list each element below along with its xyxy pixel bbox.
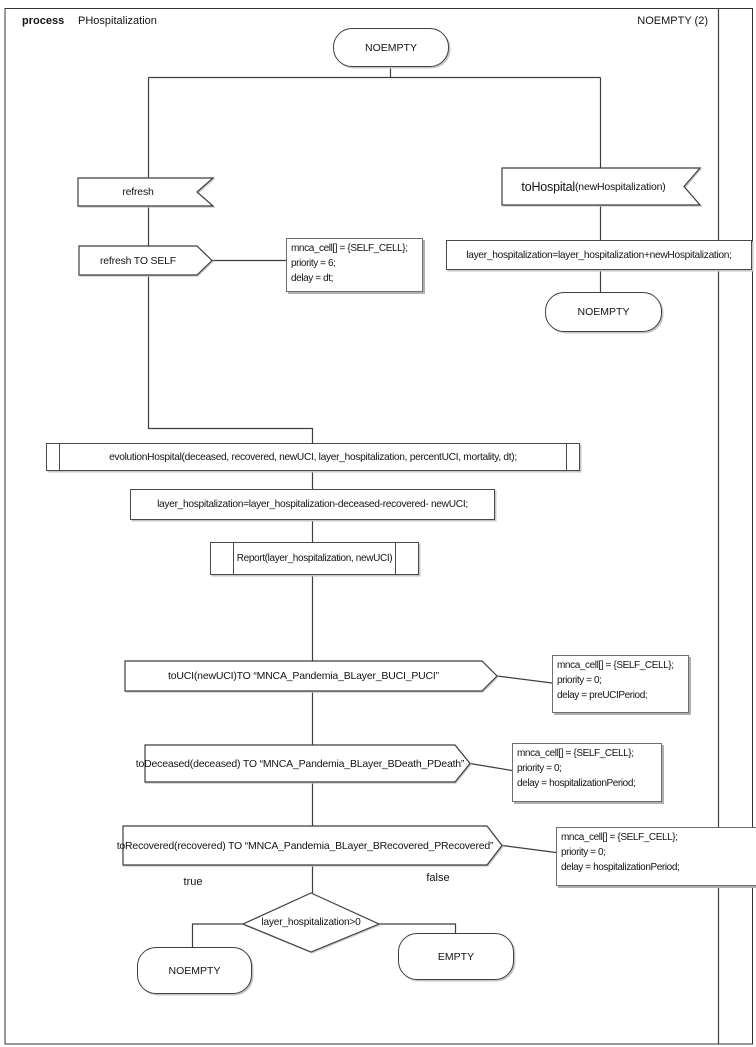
note-torecovered[interactable]: mnca_cell[] = {SELF_CELL}; priority = 0;… [556,827,756,886]
send-refresh-self-shape[interactable] [78,245,213,276]
note-line: priority = 6; [291,258,336,269]
note-todeceased[interactable]: mnca_cell[] = {SELF_CELL}; priority = 0;… [512,743,662,802]
branch-false-label: false [426,872,450,884]
assign-add-box[interactable]: layer_hospitalization=layer_hospitalizat… [446,240,752,270]
procedure-report-box[interactable]: Report(layer_hospitalization, newUCI) [210,542,419,575]
decision-label: layer_hospitalization>0 [261,917,361,928]
assign-sub-label: layer_hospitalization=layer_hospitalizat… [157,499,468,510]
connector-touci-note [496,675,553,684]
note-refresh[interactable]: mnca_cell[] = {SELF_CELL}; priority = 6;… [286,238,423,292]
receive-refresh-label: refresh [122,186,154,198]
state-false-empty[interactable]: EMPTY [398,933,514,980]
decision-diamond-shape[interactable] [241,892,381,953]
state-true-noempty[interactable]: NOEMPTY [137,947,252,994]
state-noempty-right-label: NOEMPTY [577,306,630,318]
receive-tohospital-shape[interactable] [501,167,702,206]
procedure-bar-right [395,542,396,575]
send-todeceased-label: toDeceased(deceased) TO “MNCA_Pandemia_B… [135,757,465,770]
assign-sub-box[interactable]: layer_hospitalization=layer_hospitalizat… [130,489,495,520]
state-true-label: NOEMPTY [168,964,221,977]
diagram-frame [4,8,753,1045]
note-line: delay = hospitalizationPeriod; [517,778,636,789]
note-line: delay = hospitalizationPeriod; [561,862,680,873]
receive-refresh-shape[interactable] [77,177,215,207]
send-refresh-self-label: refresh TO SELF [100,254,176,267]
procedure-bar-left [233,542,234,575]
receive-tohospital-label-head: toHospital [521,179,576,194]
receive-tohospital-label-tail: (newHospitalization) [575,180,666,193]
note-line: mnca_cell[] = {SELF_CELL}; [557,660,674,671]
state-false-label: EMPTY [437,950,475,963]
branch-true-label: true [183,876,203,888]
send-touci-label: toUCI(newUCI)TO “MNCA_Pandemia_BLayer_BU… [168,670,439,682]
state-reference-label: NOEMPTY (2) [637,15,708,27]
note-line: mnca_cell[] = {SELF_CELL}; [517,748,634,759]
procedure-bar-right [566,443,567,471]
send-todeceased-shape[interactable] [144,744,471,783]
connector-false-branch [379,923,457,933]
send-torecovered-shape[interactable] [122,825,503,866]
connector-true-branch [191,923,243,947]
state-start[interactable]: NOEMPTY [333,28,449,67]
send-torecovered-label: toRecovered(recovered) TO “MNCA_Pandemia… [116,839,494,852]
procedure-evolutionhospital-box[interactable]: evolutionHospital(deceased, recovered, n… [46,443,580,471]
process-name-label: PHospitalization [78,15,157,27]
note-line: mnca_cell[] = {SELF_CELL}; [561,832,678,843]
state-start-label: NOEMPTY [365,41,417,54]
receive-tohospital-label: toHospital(newHospitalization) [502,168,685,205]
procedure-evolutionhospital-label: evolutionHospital(deceased, recovered, n… [109,451,517,463]
note-line: priority = 0; [557,675,602,686]
connector-todeceased-note [469,762,513,772]
connector-torecovered-note [501,844,557,854]
note-line: mnca_cell[] = {SELF_CELL}; [291,243,408,254]
connector-send-to-evolution [147,275,314,443]
note-line: delay = preUCIPeriod; [557,690,648,701]
note-line: priority = 0; [517,763,562,774]
procedure-report-label: Report(layer_hospitalization, newUCI) [236,553,393,564]
process-kind-label: process [22,15,65,27]
procedure-bar-left [59,443,60,471]
note-line: priority = 0; [561,847,606,858]
assign-add-label: layer_hospitalization=layer_hospitalizat… [466,249,732,261]
send-touci-shape[interactable] [124,660,498,692]
note-line: delay = dt; [291,273,334,284]
note-touci[interactable]: mnca_cell[] = {SELF_CELL}; priority = 0;… [552,655,689,713]
state-noempty-right[interactable]: NOEMPTY [545,292,662,332]
